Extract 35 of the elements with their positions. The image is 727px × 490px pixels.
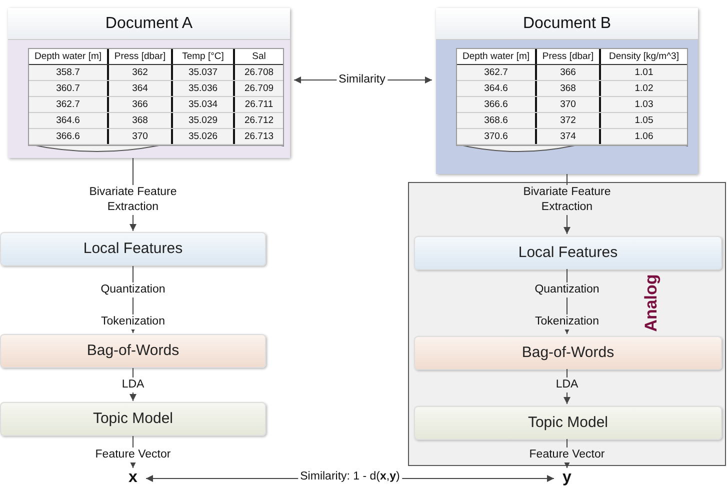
edge-label: Similarity: 1 - d(x,y) <box>298 470 402 484</box>
table-cell-text: 358.7 <box>55 66 81 80</box>
table-cell: 374 <box>535 129 599 144</box>
table-cell-text: 362.7 <box>55 98 81 112</box>
table-cell: 1.06 <box>599 129 687 144</box>
table-cell-text: 366.6 <box>483 98 509 112</box>
document-box <box>8 8 290 158</box>
vector-symbol: y <box>558 469 576 486</box>
document-box <box>436 8 698 174</box>
document-title: Document A <box>8 8 290 40</box>
process-box: Topic Model <box>414 406 722 440</box>
process-box: Bag-of-Words <box>414 336 722 370</box>
column-header: Depth water [m] <box>33 50 103 64</box>
process-box: Topic Model <box>0 402 266 436</box>
table-cell-text: 360.7 <box>55 82 81 96</box>
analog-panel <box>408 182 726 466</box>
table-cell-text: 362.7 <box>483 66 509 80</box>
table-cell: 26.713 <box>233 129 283 144</box>
process-box: Local Features <box>414 236 722 270</box>
table-cell-text: 364.6 <box>483 82 509 96</box>
document-title: Document B <box>436 8 698 40</box>
table-cell-text: 368.6 <box>483 114 509 128</box>
edge-label: Similarity <box>336 72 388 88</box>
table-cell: 35.026 <box>171 129 233 144</box>
table-cell-text: 364.6 <box>55 114 81 128</box>
step-label: Tokenization <box>533 314 601 330</box>
vertical-title: Analog <box>640 274 662 332</box>
table-cell-text: 366.6 <box>55 130 81 144</box>
vector-symbol: x <box>124 469 142 486</box>
table-cell-text: 370.6 <box>483 130 509 144</box>
process-box: Local Features <box>0 232 266 266</box>
column-header: Depth water [m] <box>461 50 531 64</box>
process-box: Bag-of-Words <box>0 334 266 368</box>
table-cell: 370 <box>107 129 171 144</box>
step-label: Tokenization <box>99 314 167 330</box>
